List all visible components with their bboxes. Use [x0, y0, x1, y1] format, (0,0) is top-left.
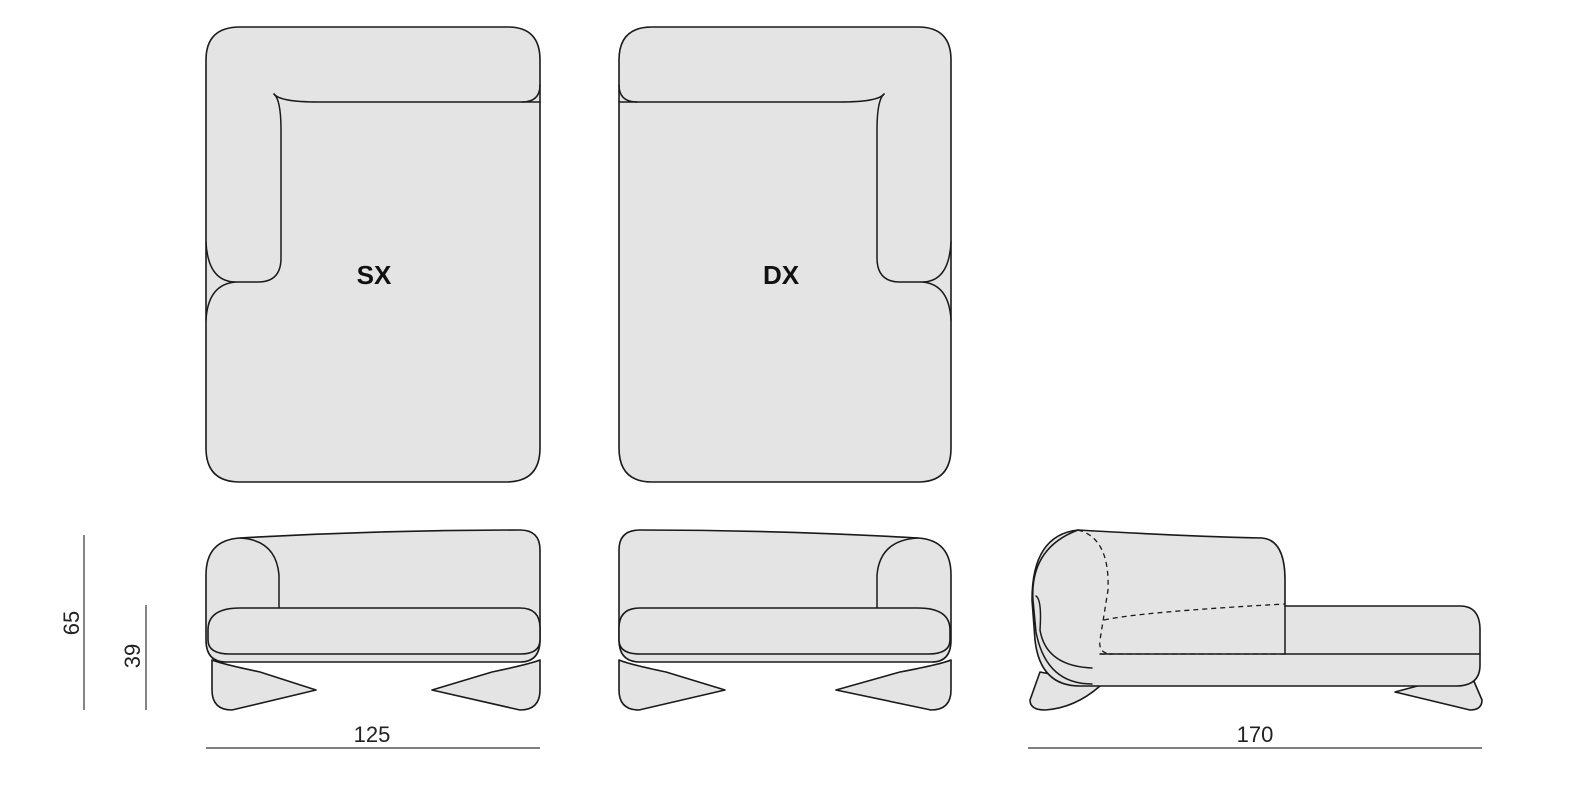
dx-armrest-inner [876, 93, 923, 283]
sx-front-arm [239, 537, 280, 609]
dx-label: DX [763, 260, 800, 290]
height-total-label: 65 [59, 611, 84, 635]
dx-outline [618, 26, 952, 483]
front-view-dx [618, 529, 952, 711]
dimension-height-total: 65 [59, 535, 85, 710]
dx-backrest-curve [618, 84, 638, 103]
dimension-height-seat: 39 [120, 605, 147, 710]
sx-outline [205, 26, 541, 483]
side-arm-inner [1035, 595, 1093, 669]
height-seat-label: 39 [120, 644, 145, 668]
top-view-dx: DX [618, 26, 952, 483]
side-body [1031, 529, 1481, 687]
width-front-label: 125 [354, 722, 391, 747]
sx-front-cushion [207, 607, 541, 655]
dx-front-arm [876, 537, 919, 609]
side-view [1029, 529, 1483, 711]
sx-armrest-inner [235, 93, 282, 283]
dx-front-legs [618, 659, 952, 711]
dimension-width-front: 125 [206, 722, 540, 749]
sx-front-legs [211, 659, 541, 711]
dx-armrest-seam [921, 241, 952, 321]
side-legs [1029, 671, 1483, 711]
dx-front-cushion [618, 607, 951, 655]
sx-label: SX [357, 260, 392, 290]
side-hidden-back [1077, 529, 1113, 655]
sx-backrest-curve [521, 84, 541, 103]
dimension-length-side: 170 [1028, 722, 1482, 749]
side-hidden-seat [1103, 603, 1286, 621]
side-arm-cylinder [1032, 529, 1093, 685]
front-view-sx [205, 529, 541, 711]
sx-armrest-seam [205, 241, 237, 321]
length-side-label: 170 [1237, 722, 1274, 747]
top-view-sx: SX [205, 26, 541, 483]
